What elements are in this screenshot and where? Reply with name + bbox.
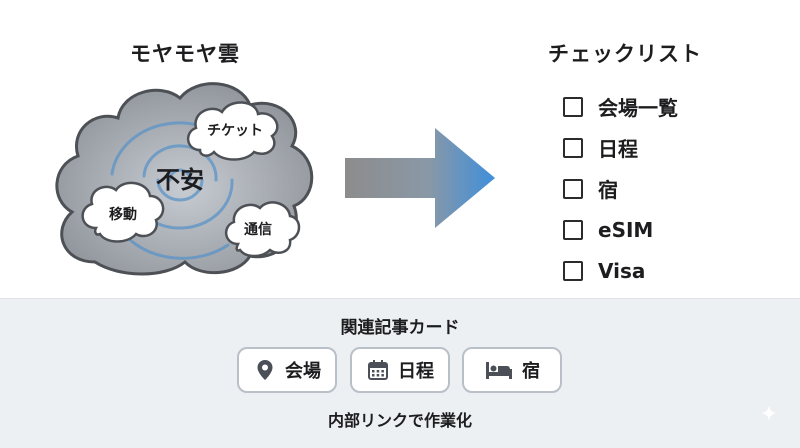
lodging-card-label: 宿 [522, 361, 540, 382]
bed-icon [484, 358, 514, 382]
map-pin-icon [253, 358, 277, 382]
right-arrow-icon [345, 128, 495, 228]
checklist-item-label: 会場一覧 [598, 96, 678, 120]
sparkle-icon [761, 405, 777, 421]
bubble-ticket-label: チケット [207, 123, 263, 139]
bubble-comm [225, 201, 301, 258]
checkbox[interactable] [563, 178, 583, 199]
bubble-ticket [187, 101, 279, 161]
checklist-item[interactable]: 宿 [563, 168, 678, 209]
venue-card-label: 会場 [285, 361, 321, 382]
schedule-card-label: 日程 [398, 361, 434, 382]
checklist-item-label: 日程 [598, 137, 638, 161]
lodging-card[interactable]: 宿 [462, 347, 562, 393]
checklist-item[interactable]: 会場一覧 [563, 86, 678, 127]
bubble-comm-label: 通信 [244, 222, 272, 238]
bubble-move-label: 移動 [109, 207, 137, 223]
checklist-item[interactable]: Visa [563, 250, 678, 291]
checklist-item-label: Visa [598, 258, 646, 283]
checklist-item[interactable]: eSIM [563, 209, 678, 250]
checkbox[interactable] [563, 219, 583, 240]
cloud-title: モヤモヤ雲 [130, 42, 240, 66]
cloud-center-label: 不安 [156, 166, 204, 194]
checklist-title: チェックリスト [548, 42, 702, 66]
schedule-card[interactable]: 日程 [350, 347, 450, 393]
checkbox[interactable] [563, 260, 583, 281]
footer-note: 内部リンクで作業化 [327, 411, 472, 430]
checklist-item[interactable]: 日程 [563, 127, 678, 168]
bubble-move [81, 181, 165, 243]
venue-card[interactable]: 会場 [237, 347, 337, 393]
related-cards-title: 関連記事カード [340, 318, 460, 338]
checklist-item-label: 宿 [598, 178, 618, 202]
checklist: 会場一覧 日程 宿 eSIM Visa [563, 86, 678, 291]
checkbox[interactable] [563, 137, 583, 158]
diagram-canvas [55, 82, 495, 276]
checkbox[interactable] [563, 96, 583, 117]
checklist-item-label: eSIM [598, 217, 654, 242]
calendar-icon [366, 358, 390, 382]
